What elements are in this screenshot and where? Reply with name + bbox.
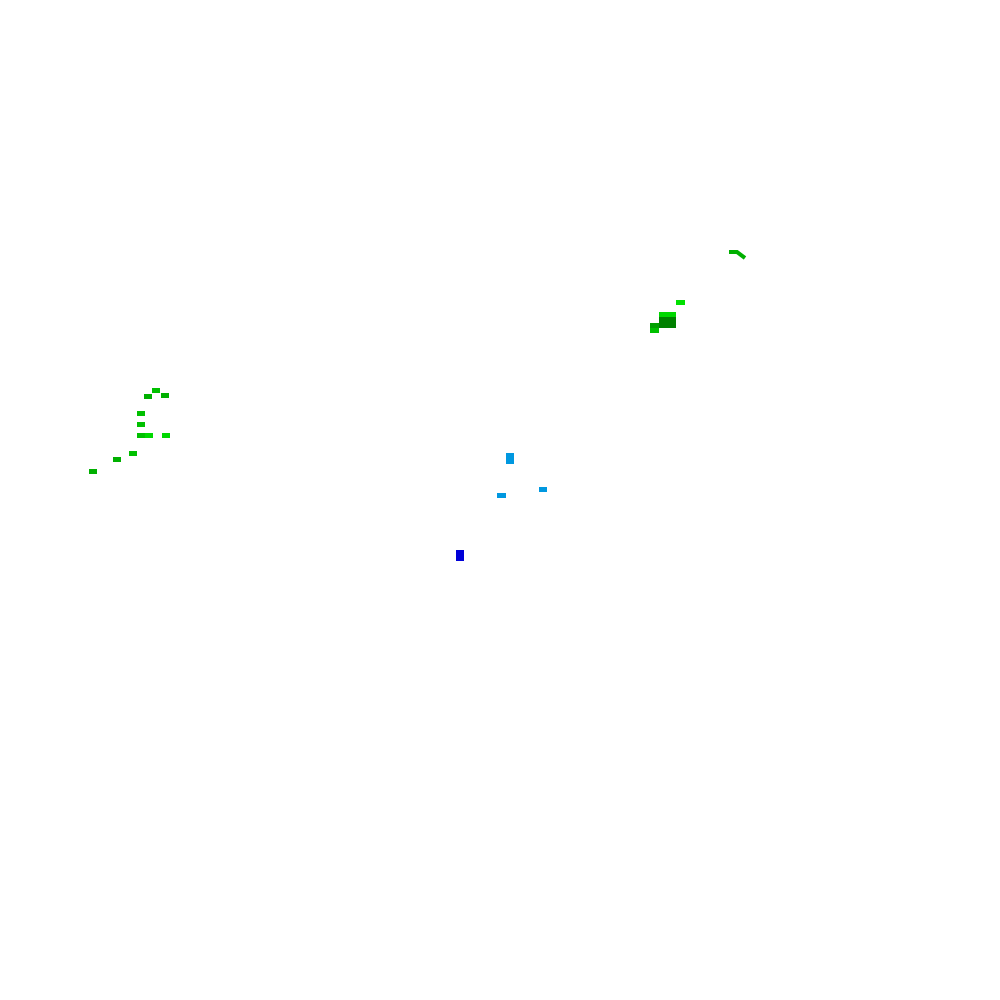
- map-pixel: [659, 312, 676, 317]
- map-pixel: [506, 453, 514, 464]
- map-pixel: [137, 433, 145, 438]
- map-pixel: [659, 317, 676, 328]
- map-pixel: [162, 433, 170, 438]
- map-pixel: [650, 323, 659, 328]
- map-pixel: [539, 487, 547, 492]
- map-pixel: [676, 300, 685, 305]
- map-pixel: [129, 451, 137, 456]
- map-pixel: [137, 411, 145, 416]
- map-pixel: [137, 422, 145, 427]
- map-pixel: [152, 388, 160, 393]
- map-pixel: [161, 393, 169, 398]
- map-pixel: [145, 433, 153, 438]
- map-pixel: [89, 469, 97, 474]
- map-pixel: [497, 493, 506, 498]
- map-pixel: [456, 550, 464, 561]
- map-pixel: [650, 328, 659, 333]
- map-pixel: [144, 394, 152, 399]
- map-pixel: [113, 457, 121, 462]
